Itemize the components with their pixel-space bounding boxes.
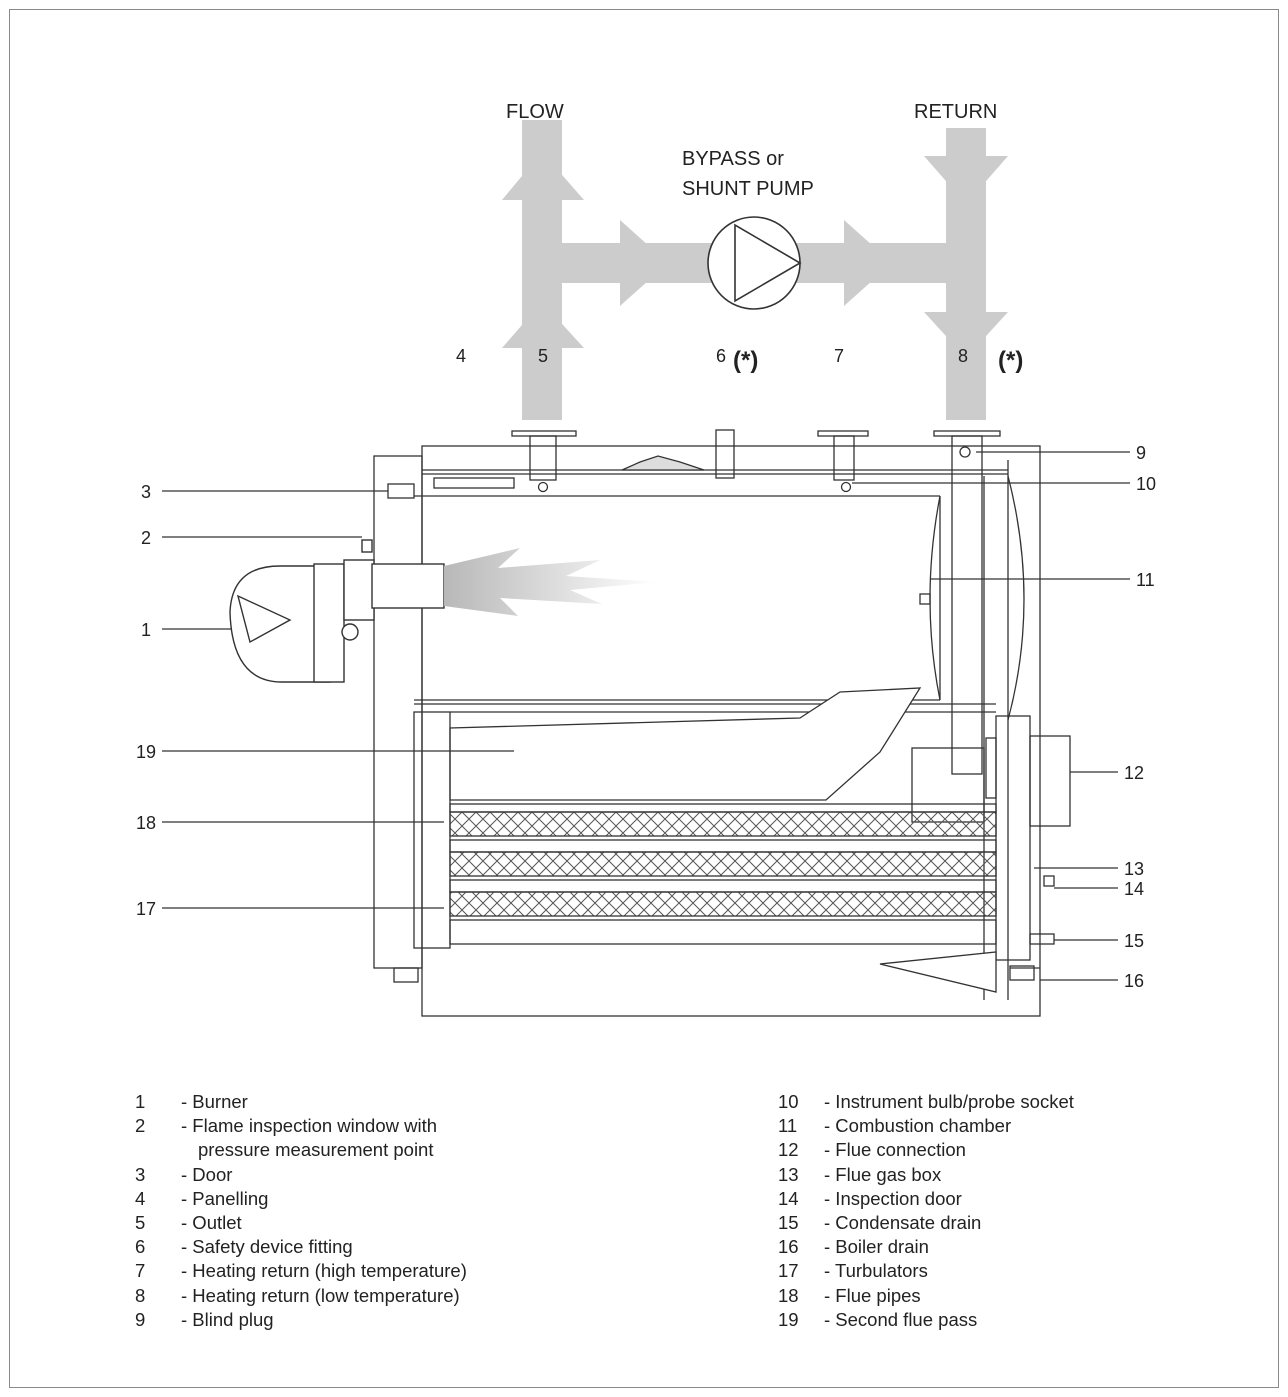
flame-icon — [444, 548, 658, 616]
callout-8: 8 — [958, 346, 968, 366]
legend-item-11: 11- Combustion chamber — [778, 1115, 1012, 1137]
callout-19: 19 — [136, 742, 156, 762]
callout-13: 13 — [1124, 859, 1144, 879]
legend-item-4: 4- Panelling — [135, 1187, 269, 1209]
callout-7: 7 — [834, 346, 844, 366]
legend-item-16: 16- Boiler drain — [778, 1236, 929, 1258]
callout-1: 1 — [141, 620, 151, 640]
legend-item-10: 10- Instrument bulb/probe socket — [778, 1091, 1074, 1112]
pump-label-line2: SHUNT PUMP — [682, 178, 814, 200]
legend-left: 1- Burner 2- Flame inspection window wit… — [135, 1090, 467, 1332]
burner — [229, 539, 445, 683]
legend-item-5: 5- Outlet — [135, 1212, 242, 1234]
flow-arrow-up-lower-icon — [502, 302, 584, 348]
return-arrow-down-lower-icon — [924, 312, 1008, 358]
callout-14: 14 — [1124, 879, 1144, 899]
bypass-arrow-2-icon — [844, 220, 892, 306]
legend-item-18: 18- Flue pipes — [778, 1284, 921, 1306]
piping — [502, 120, 1008, 420]
callout-2: 2 — [141, 528, 151, 548]
legend-item-8: 8- Heating return (low temperature) — [135, 1284, 460, 1306]
figure-frame — [9, 9, 1279, 1388]
callout-16: 16 — [1124, 971, 1144, 991]
legend-item-14: 14- Inspection door — [778, 1187, 962, 1209]
callout-5: 5 — [538, 346, 548, 366]
flue-gas-box — [995, 715, 1031, 961]
legend-item-12: 12- Flue connection — [778, 1139, 966, 1161]
callout-18: 18 — [136, 813, 156, 833]
legend-item-2: 2- Flame inspection window with — [135, 1115, 438, 1137]
legend-item-7: 7- Heating return (high temperature) — [135, 1260, 467, 1282]
callout-11: 11 — [1136, 570, 1155, 590]
star-note-6: (*) — [733, 347, 758, 374]
callout-10: 10 — [1136, 474, 1156, 494]
callout-6: 6 — [716, 346, 726, 366]
callout-12: 12 — [1124, 763, 1144, 783]
legend-item-3: 3- Door — [135, 1163, 233, 1185]
return-label: RETURN — [914, 101, 997, 123]
legend-item-13: 13- Flue gas box — [778, 1163, 942, 1185]
bypass-arrow-1-icon — [620, 220, 668, 306]
boiler-body — [373, 429, 1071, 1017]
legend-right: 10- Instrument bulb/probe socket 11- Com… — [778, 1090, 1074, 1332]
boiler-diagram: FLOW RETURN BYPASS or SHUNT PUMP 4 5 6 (… — [136, 101, 1156, 1017]
return-arrow-down-icon — [924, 156, 1008, 204]
legend-item-2-continued: pressure measurement point — [198, 1139, 434, 1161]
leader-lines — [162, 451, 1130, 981]
flow-label: FLOW — [506, 101, 564, 123]
legend-item-19: 19- Second flue pass — [778, 1308, 978, 1330]
pump-icon — [707, 216, 802, 310]
legend-item-1: 1- Burner — [135, 1091, 248, 1112]
callout-17: 17 — [136, 899, 156, 919]
legend-item-9: 9- Blind plug — [135, 1308, 274, 1330]
callout-15: 15 — [1124, 931, 1144, 951]
flow-arrow-up-icon — [502, 152, 584, 200]
legend-item-15: 15- Condensate drain — [778, 1212, 982, 1234]
flue-connection — [1029, 735, 1071, 827]
callout-9: 9 — [1136, 443, 1146, 463]
legend-item-6: 6- Safety device fitting — [135, 1236, 353, 1258]
callout-3: 3 — [141, 482, 151, 502]
pump-label-line1: BYPASS or — [682, 148, 784, 170]
star-note-8: (*) — [998, 347, 1023, 374]
callout-4: 4 — [456, 346, 466, 366]
legend-item-17: 17- Turbulators — [778, 1260, 928, 1282]
